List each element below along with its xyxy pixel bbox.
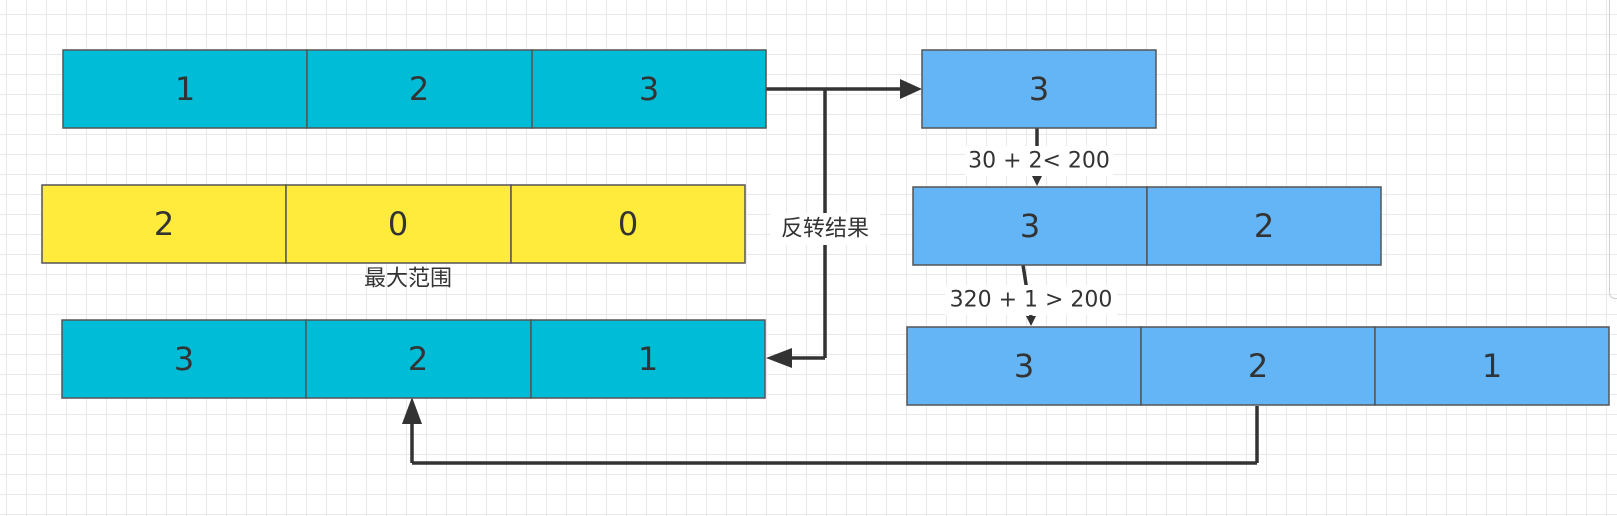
max-range-label: 最大范围 — [364, 267, 452, 292]
yellow-cell-3 — [510, 184, 746, 264]
yellow-cell-1 — [41, 184, 287, 264]
blue-1-cell-1 — [921, 49, 1157, 129]
blue-2-cell-2 — [1146, 186, 1382, 266]
yellow-cell-3-value: 0 — [618, 205, 638, 243]
bottom-teal-cell-1-value: 3 — [174, 340, 194, 378]
bottom-teal-cell-2-value: 2 — [408, 340, 428, 378]
blue-2-cell-1-value: 3 — [1020, 207, 1040, 245]
edge-group — [402, 79, 1259, 465]
row-blue-2: 3 2 — [912, 186, 1382, 266]
top-teal-cell-2 — [306, 49, 533, 129]
top-teal-cell-3-value: 3 — [639, 70, 659, 108]
arrowhead-to-blue-1 — [900, 79, 922, 99]
yellow-cell-2 — [285, 184, 512, 264]
top-teal-cell-1 — [62, 49, 308, 129]
bottom-teal-cell-1 — [61, 319, 307, 399]
blue-2-cell-1 — [912, 186, 1148, 266]
row-blue-1: 3 — [921, 49, 1157, 129]
bottom-teal-cell-3-value: 1 — [638, 340, 658, 378]
row-top-teal: 1 2 3 — [62, 49, 767, 129]
arrowhead-to-bottom-teal — [766, 348, 792, 368]
bottom-teal-cell-3 — [530, 319, 766, 399]
blue-3-cell-1 — [906, 326, 1142, 406]
yellow-cell-2-value: 0 — [388, 205, 408, 243]
row-yellow: 2 0 0 — [41, 184, 746, 264]
row-blue-3: 3 2 1 — [906, 326, 1610, 406]
step2-compare-label: 320 + 1 > 200 — [950, 288, 1113, 313]
step2-compare-label-bg — [945, 285, 1117, 315]
reverse-result-label-bg — [770, 213, 880, 245]
blue-3-cell-2 — [1140, 326, 1376, 406]
step1-compare-label-bg — [965, 146, 1113, 176]
blue-3-cell-3 — [1374, 326, 1610, 406]
blue-1-cell-1-value: 3 — [1029, 70, 1049, 108]
blue-3-cell-1-value: 3 — [1014, 347, 1034, 385]
reverse-result-label: 反转结果 — [781, 217, 869, 242]
step1-compare-label: 30 + 2< 200 — [968, 149, 1110, 174]
arrowhead-to-blue-2 — [1032, 176, 1042, 186]
blue-3-cell-3-value: 1 — [1482, 347, 1502, 385]
top-teal-cell-3 — [531, 49, 767, 129]
top-teal-cell-2-value: 2 — [409, 70, 429, 108]
row-bottom-teal: 3 2 1 — [61, 319, 766, 399]
arrowhead-to-bottom-teal-middle — [402, 397, 422, 424]
blue-3-cell-2-value: 2 — [1248, 347, 1268, 385]
arrowhead-to-blue-3 — [1026, 316, 1036, 326]
top-teal-cell-1-value: 1 — [175, 70, 195, 108]
yellow-cell-1-value: 2 — [154, 205, 174, 243]
canvas-scroll-edge — [1609, 0, 1617, 299]
blue-2-cell-2-value: 2 — [1254, 207, 1274, 245]
